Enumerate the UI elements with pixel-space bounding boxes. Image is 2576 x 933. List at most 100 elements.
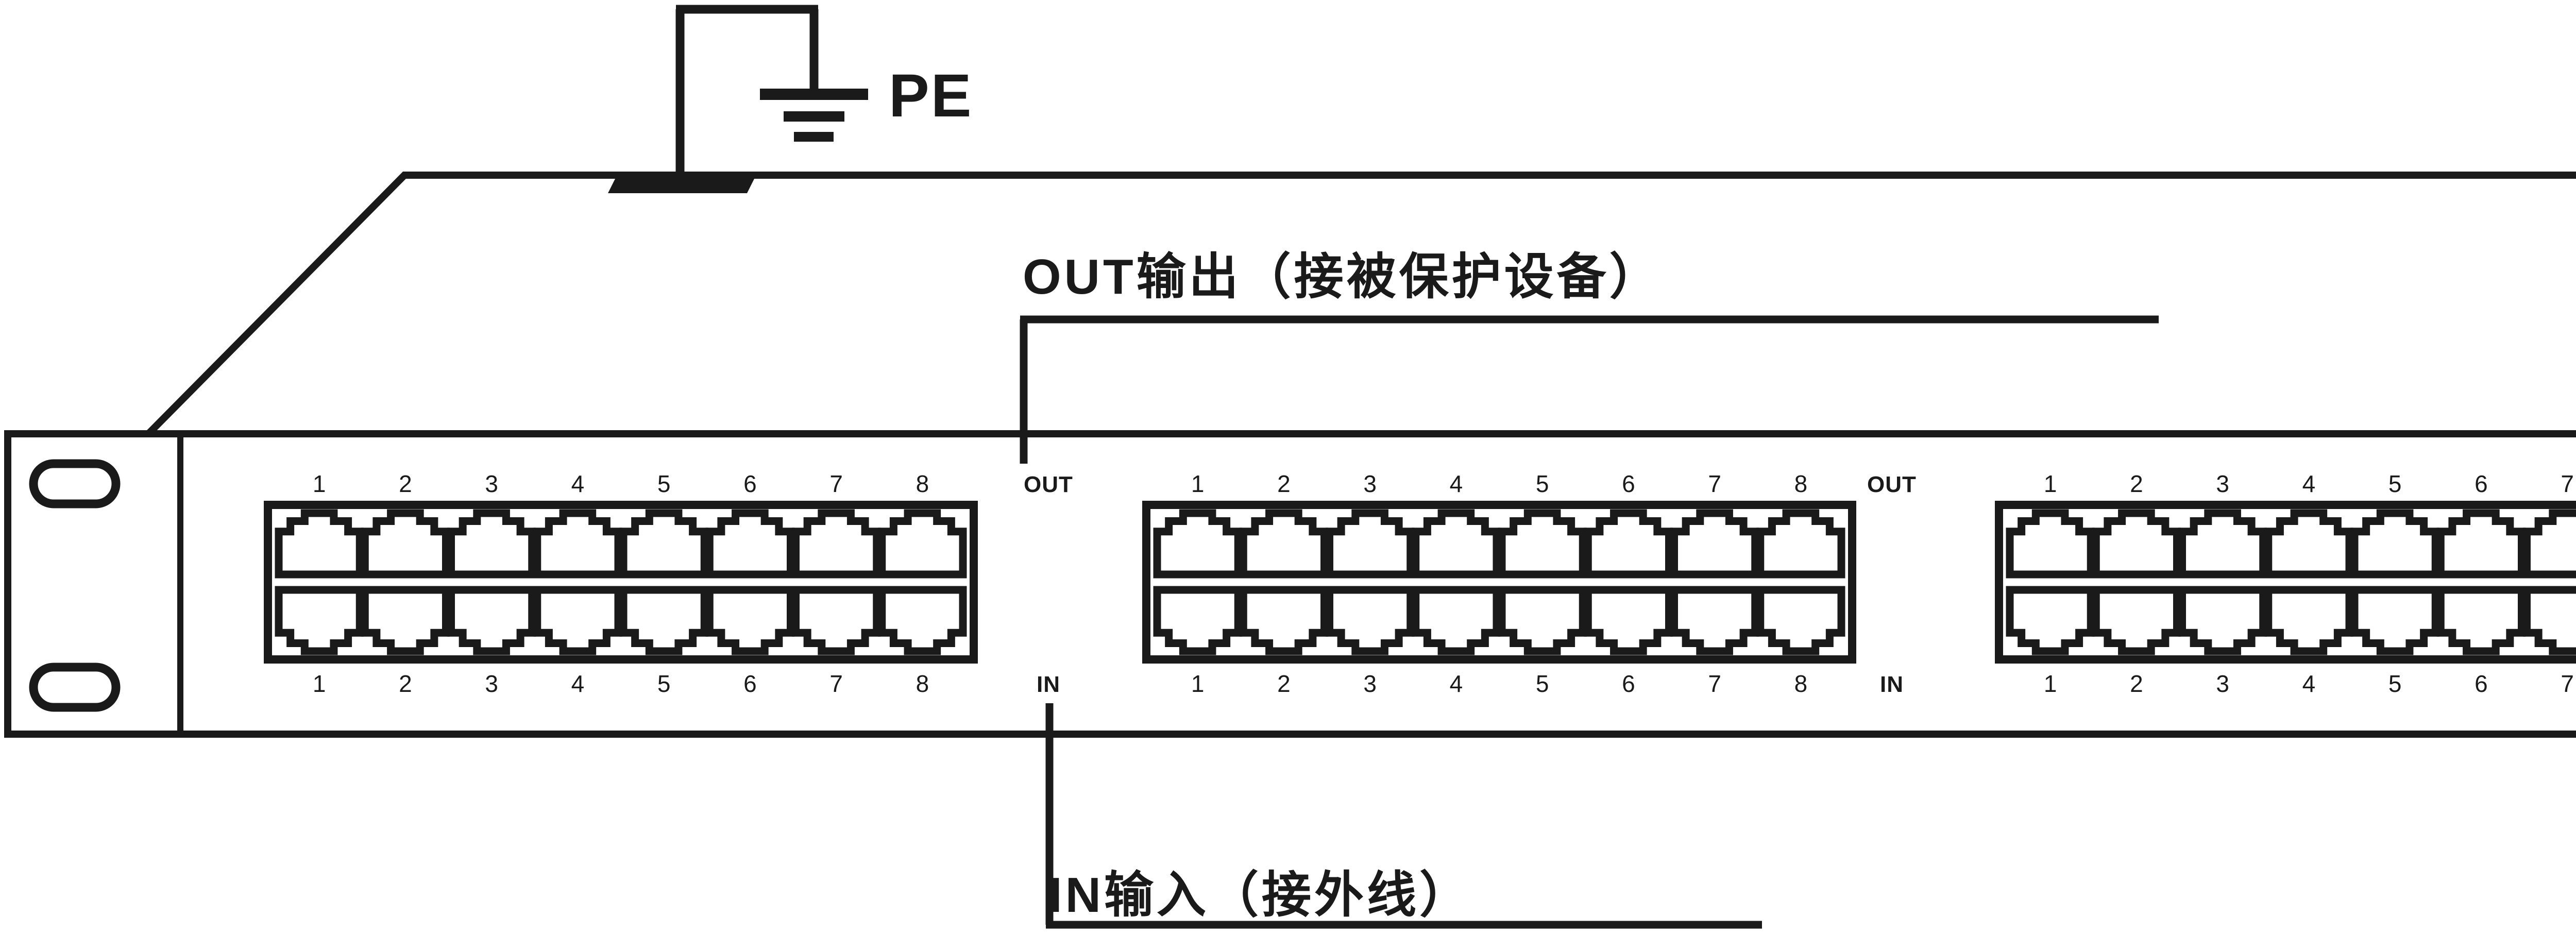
ground-bar-3 (794, 132, 834, 142)
port-number-top: 2 (399, 470, 412, 497)
port-number-bottom: 6 (2475, 670, 2488, 697)
rj45-jack[interactable] (361, 586, 450, 655)
rj45-jack[interactable] (275, 509, 364, 579)
pe-ground-wire-group (608, 5, 819, 193)
port-number-top: 3 (2216, 470, 2229, 497)
rj45-jack[interactable] (1498, 509, 1587, 579)
rj45-jack[interactable] (2264, 586, 2353, 655)
rj45-jack[interactable] (1584, 586, 1673, 655)
port-number-top: 1 (1191, 470, 1205, 497)
rj45-jack[interactable] (1326, 586, 1415, 655)
port-number-bottom: 2 (1277, 670, 1291, 697)
rj45-jack[interactable] (1756, 586, 1845, 655)
port-number-bottom: 4 (1450, 670, 1463, 697)
rj45-jack[interactable] (1584, 509, 1673, 579)
port-number-bottom: 6 (743, 670, 757, 697)
rj45-jack[interactable] (2264, 509, 2353, 579)
rj45-jack[interactable] (447, 586, 536, 655)
out-column-label: OUT (1024, 472, 1073, 497)
rj45-jack[interactable] (361, 509, 450, 579)
port-number-top: 7 (2561, 470, 2574, 497)
port-number-bottom: 5 (1536, 670, 1549, 697)
rj45-jack[interactable] (1239, 586, 1328, 655)
rj45-jack[interactable] (1756, 509, 1845, 579)
port-number-bottom: 3 (485, 670, 498, 697)
port-number-bottom: 1 (2044, 670, 2057, 697)
ear-slot-top-left (29, 459, 121, 508)
port-number-bottom: 8 (1794, 670, 1808, 697)
rj45-jack[interactable] (2178, 509, 2267, 579)
rj45-jack[interactable] (619, 586, 708, 655)
port-number-bottom: 2 (2130, 670, 2143, 697)
rj45-jack[interactable] (1412, 586, 1501, 655)
ground-bar-2 (784, 111, 844, 122)
port-number-bottom: 7 (1708, 670, 1721, 697)
port-blocks-layer: 1234567812345678123456781234567812345678… (264, 470, 2576, 697)
rj45-jack[interactable] (533, 586, 622, 655)
port-number-bottom: 7 (2561, 670, 2574, 697)
rj45-jack[interactable] (1153, 586, 1242, 655)
rj45-jack[interactable] (2436, 509, 2526, 579)
port-number-top: 4 (1450, 470, 1463, 497)
rj45-jack[interactable] (1412, 509, 1501, 579)
port-number-bottom: 4 (2302, 670, 2316, 697)
port-number-top: 7 (829, 470, 843, 497)
rj45-jack[interactable] (2523, 509, 2576, 579)
port-row-in (1153, 586, 1845, 655)
rack-chassis (4, 172, 2576, 738)
rj45-jack[interactable] (2350, 586, 2439, 655)
rj45-jack[interactable] (2092, 586, 2181, 655)
rj45-jack[interactable] (275, 586, 364, 655)
rj45-jack[interactable] (1153, 509, 1242, 579)
port-number-top: 8 (916, 470, 929, 497)
rj45-jack[interactable] (792, 586, 881, 655)
chassis-front-panel (4, 430, 2576, 738)
port-number-top: 8 (1794, 470, 1808, 497)
port-row-in (2006, 586, 2576, 655)
port-number-bottom: 5 (657, 670, 671, 697)
rj45-jack[interactable] (2350, 509, 2439, 579)
port-number-top: 4 (2302, 470, 2316, 497)
rj45-jack[interactable] (447, 509, 536, 579)
port-number-top: 4 (571, 470, 585, 497)
port-number-bottom: 3 (1363, 670, 1377, 697)
port-number-bottom: 2 (399, 670, 412, 697)
rj45-jack[interactable] (792, 509, 881, 579)
rj45-jack[interactable] (705, 509, 794, 579)
port-number-bottom: 4 (571, 670, 585, 697)
rj45-jack[interactable] (1239, 509, 1328, 579)
port-row-out (1153, 509, 1845, 579)
rj45-jack[interactable] (878, 509, 967, 579)
port-number-top: 2 (1277, 470, 1291, 497)
rj45-jack[interactable] (619, 509, 708, 579)
rj45-jack[interactable] (2006, 586, 2095, 655)
port-number-top: 5 (1536, 470, 1549, 497)
ground-bar-1 (760, 89, 868, 100)
rj45-jack[interactable] (1670, 509, 1759, 579)
out-callout-leader (1020, 315, 2159, 464)
port-number-top: 1 (313, 470, 326, 497)
ear-slot-bottom-left (29, 663, 121, 712)
rj45-jack[interactable] (878, 586, 967, 655)
rj45-jack[interactable] (2006, 509, 2095, 579)
rj45-jack[interactable] (1326, 509, 1415, 579)
out-callout-text: OUT输出（接被保护设备） (1023, 249, 1662, 304)
port-number-top: 3 (485, 470, 498, 497)
out-column-label: OUT (1867, 472, 1917, 497)
port-number-top: 5 (2388, 470, 2402, 497)
rj45-jack[interactable] (2178, 586, 2267, 655)
rj45-jack[interactable] (2436, 586, 2526, 655)
rj45-jack[interactable] (2092, 509, 2181, 579)
port-row-out (2006, 509, 2576, 579)
rj45-jack[interactable] (1498, 586, 1587, 655)
rj45-jack[interactable] (705, 586, 794, 655)
rj45-jack[interactable] (2523, 586, 2576, 655)
rj45-jack[interactable] (1670, 586, 1759, 655)
port-number-top: 7 (1708, 470, 1721, 497)
rj45-jack[interactable] (533, 509, 622, 579)
